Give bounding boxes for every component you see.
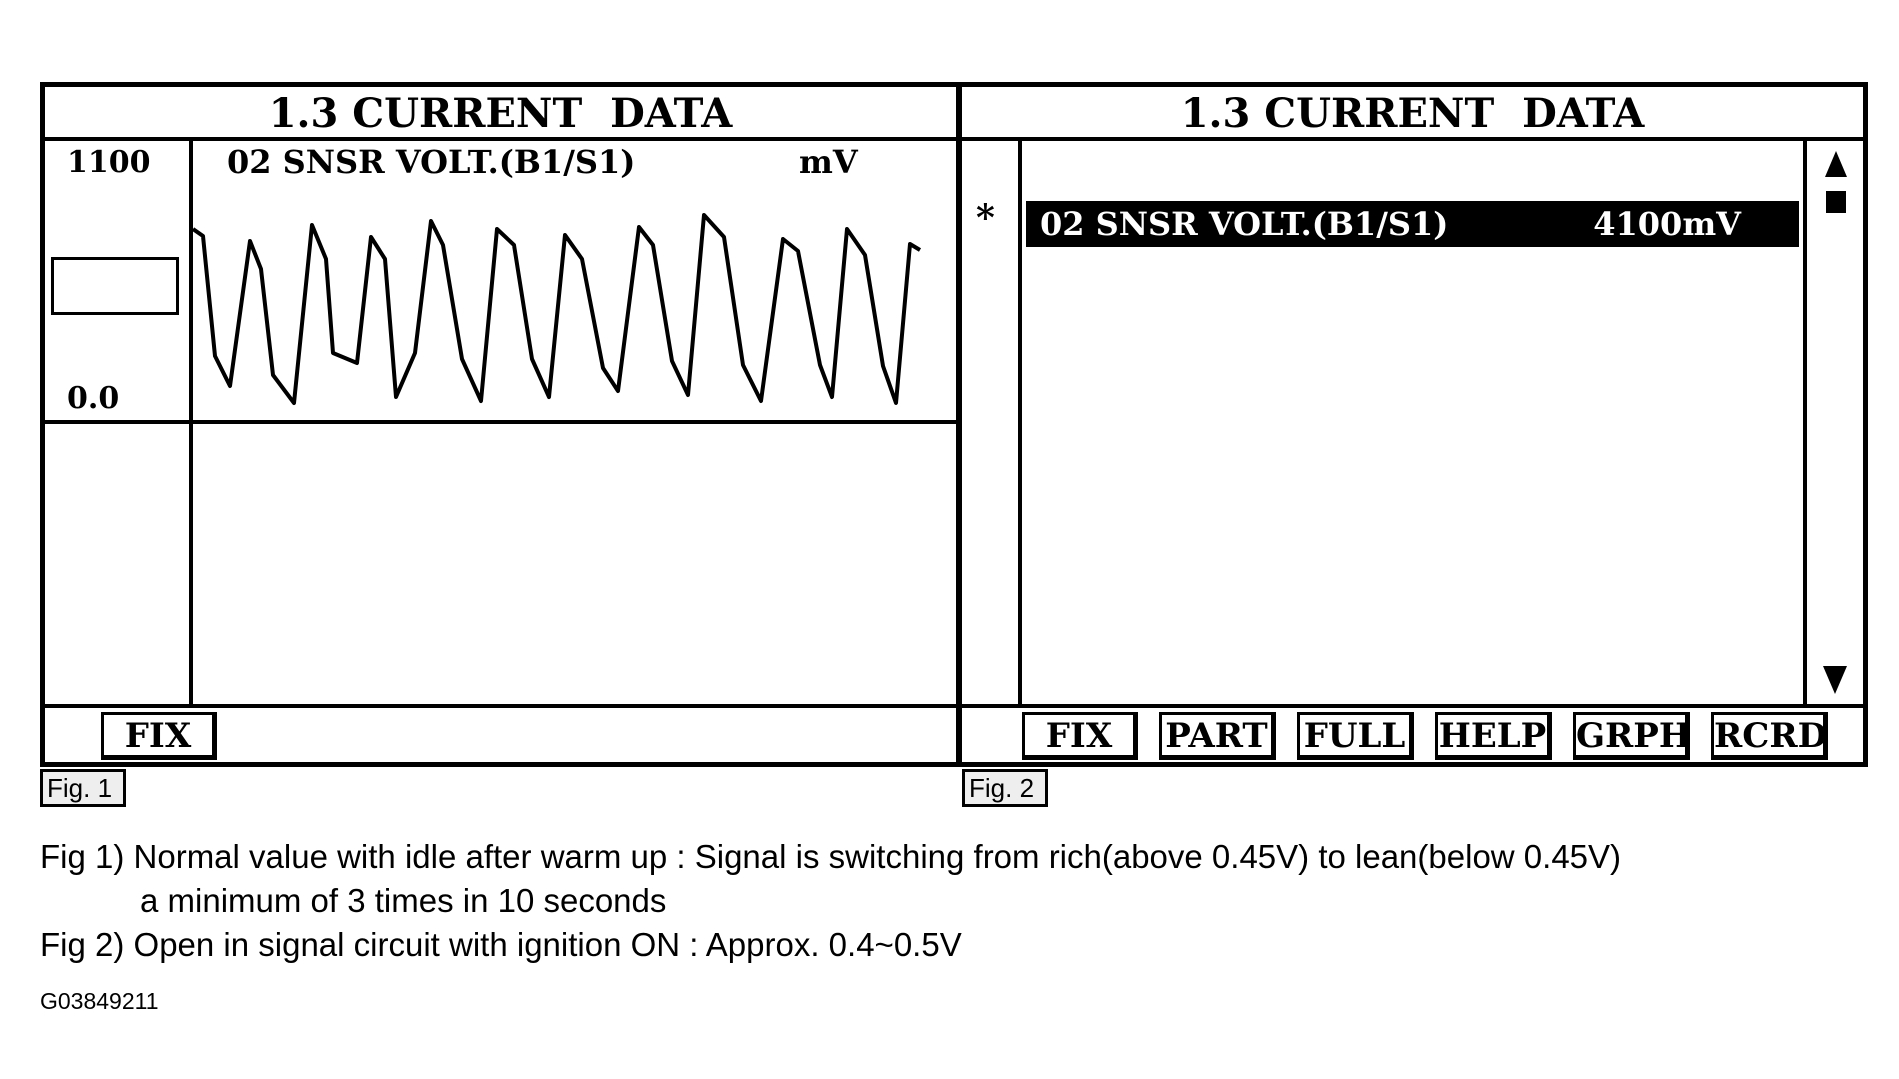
image-code: G03849211 xyxy=(40,988,159,1014)
fig1-scale: 1100 0.0 xyxy=(45,141,193,424)
fig1-param-label: 02 SNSR VOLT.(B1/S1) xyxy=(227,143,636,181)
fig1-graph-area: 02 SNSR VOLT.(B1/S1) mV xyxy=(193,141,956,424)
rcrd-button[interactable]: RCRD xyxy=(1711,712,1828,760)
fig1-param-unit: mV xyxy=(799,143,858,181)
fig1-title: 1.3 CURRENT DATA xyxy=(45,87,956,141)
selection-marker: * xyxy=(976,197,995,239)
fig2-tag: Fig. 2 xyxy=(962,769,1048,807)
scale-max-label: 1100 xyxy=(67,145,151,180)
fig1-lower-left-area xyxy=(45,424,193,708)
fig1-function-bar: FIX xyxy=(45,708,956,762)
fig2-scrollbar[interactable] xyxy=(1807,141,1863,708)
fig2-marker-column: * xyxy=(962,141,1022,708)
caption-fig2: Fig 2) Open in signal circuit with ignit… xyxy=(40,926,962,963)
fix-button[interactable]: FIX xyxy=(101,712,217,760)
row-label: 02 SNSR VOLT.(B1/S1) xyxy=(1040,205,1449,243)
full-button[interactable]: FULL xyxy=(1297,712,1414,760)
scale-min-label: 0.0 xyxy=(67,381,120,416)
scale-indicator-box xyxy=(51,257,179,315)
scroll-down-icon[interactable] xyxy=(1823,666,1847,694)
fig2-function-bar: FIX PART FULL HELP GRPH RCRD xyxy=(962,708,1863,762)
fig1-tag: Fig. 1 xyxy=(40,769,126,807)
caption-fig1: Fig 1) Normal value with idle after warm… xyxy=(40,838,1622,875)
caption-fig1-continued: a minimum of 3 times in 10 seconds xyxy=(140,882,667,919)
row-value: 4100mV xyxy=(1593,205,1741,243)
scroll-thumb[interactable] xyxy=(1826,191,1846,213)
part-button[interactable]: PART xyxy=(1159,712,1276,760)
fig2-title: 1.3 CURRENT DATA xyxy=(962,87,1863,141)
fig1-panel: 1.3 CURRENT DATA 1100 0.0 02 SNSR VOLT.(… xyxy=(45,87,962,762)
fig2-data-list: 02 SNSR VOLT.(B1/S1) 4100mV xyxy=(1022,141,1807,708)
list-item-o2-sensor[interactable]: 02 SNSR VOLT.(B1/S1) 4100mV xyxy=(1026,201,1799,247)
grph-button[interactable]: GRPH xyxy=(1573,712,1691,760)
scroll-up-icon[interactable] xyxy=(1825,151,1847,177)
help-button[interactable]: HELP xyxy=(1435,712,1552,760)
o2-sensor-waveform xyxy=(193,213,922,405)
fix-button[interactable]: FIX xyxy=(1022,712,1138,760)
scan-tool-display: 1.3 CURRENT DATA 1100 0.0 02 SNSR VOLT.(… xyxy=(40,82,1868,767)
fig2-panel: 1.3 CURRENT DATA * 02 SNSR VOLT.(B1/S1) … xyxy=(962,87,1863,762)
fig1-lower-graph-area xyxy=(193,424,956,708)
